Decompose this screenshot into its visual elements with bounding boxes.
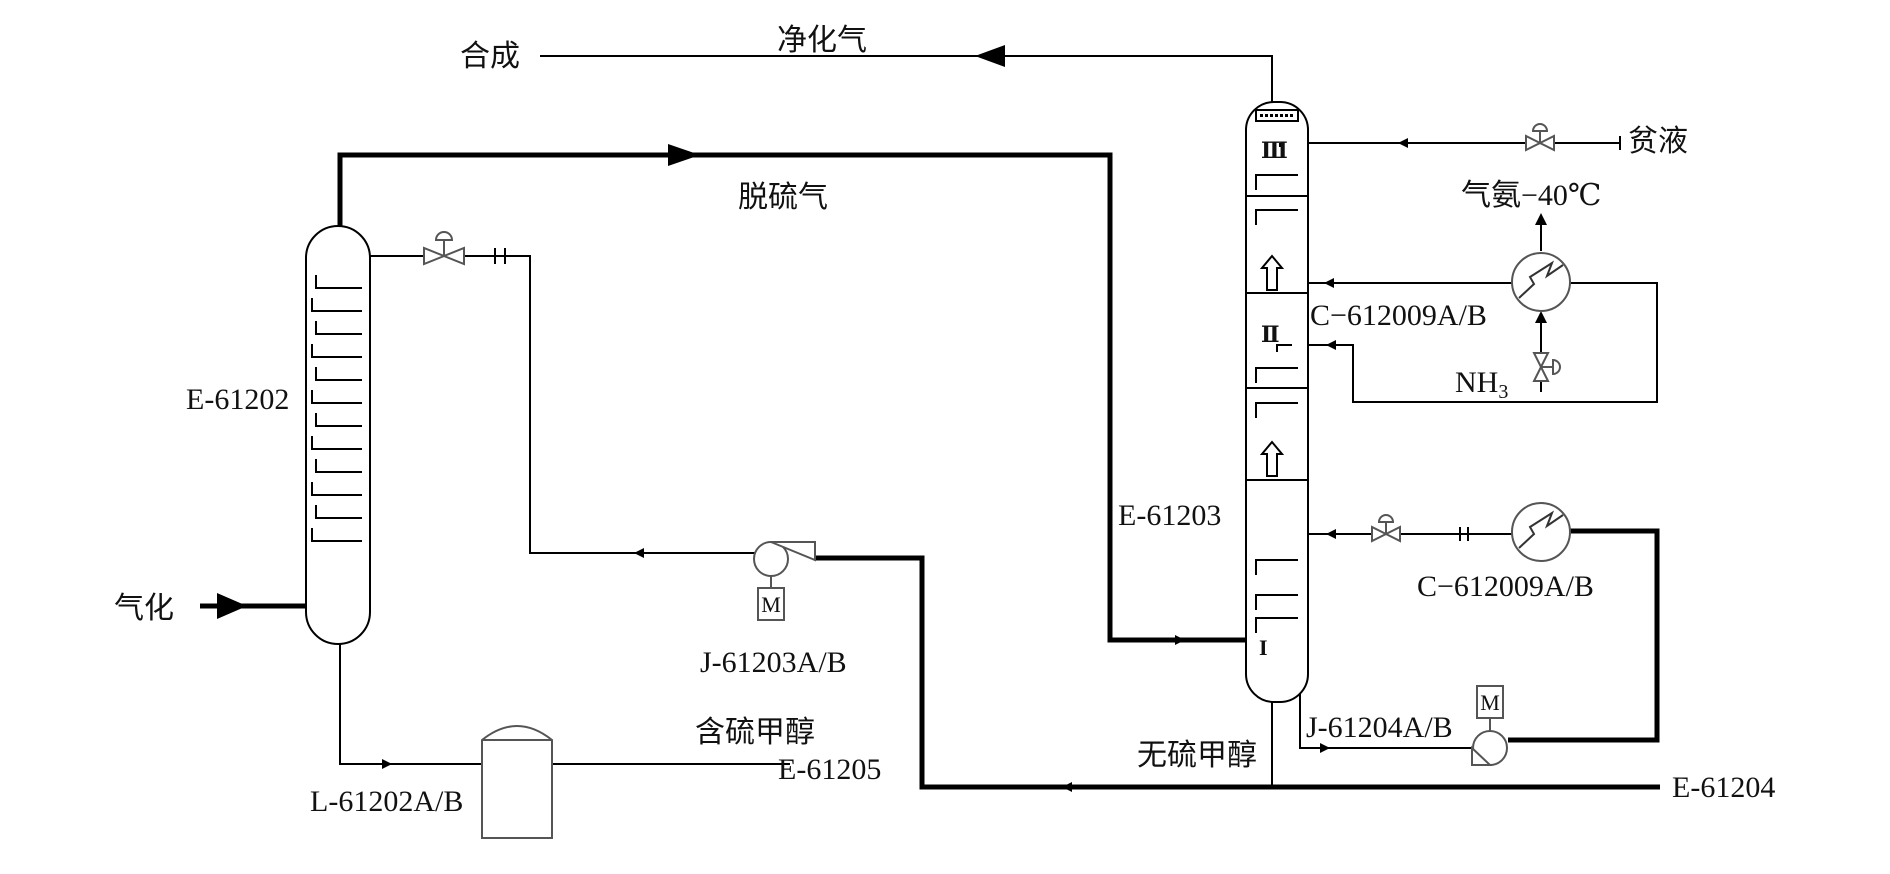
label-cooler-upper: C−612009A/B — [1310, 299, 1487, 332]
flow-arrow-feed — [217, 593, 247, 619]
label-synthesis: 合成 — [460, 40, 520, 73]
sulfur-methanol-line — [339, 644, 790, 769]
label-gasification: 气化 — [114, 592, 174, 625]
label-sulfur-free-methanol: 无硫甲醇 — [1137, 739, 1257, 772]
lower-cooler-loop — [1268, 528, 1660, 743]
section-label-i: I — [1259, 635, 1268, 660]
flow-arrow-up — [1535, 311, 1547, 323]
orifice-plate — [494, 248, 506, 264]
flow-arrow-small — [1326, 529, 1336, 539]
pump-j61204[interactable]: M — [1471, 685, 1508, 766]
label-j61204: J-61204A/B — [1306, 711, 1453, 744]
motor-icon — [1476, 685, 1504, 719]
flow-arrow-small — [1326, 340, 1336, 350]
control-valve-e61202[interactable] — [423, 231, 465, 266]
section-label-iii: Ⅲ — [1261, 138, 1288, 163]
cooler-c612009-lower[interactable] — [1511, 502, 1571, 562]
lean-solution-line — [1275, 138, 1620, 149]
flow-arrow-small — [1062, 782, 1072, 792]
label-l61202: L-61202A/B — [310, 785, 463, 818]
flow-arrow-small — [1175, 635, 1185, 645]
label-desulfurized-gas: 脱硫气 — [738, 181, 828, 214]
section-label-ii: Ⅱ — [1261, 322, 1280, 347]
flow-arrow-small — [634, 548, 644, 558]
flow-arrow-left — [975, 45, 1005, 67]
pump-j61203[interactable]: M — [753, 541, 816, 621]
label-e61205: E-61205 — [778, 753, 881, 786]
pump-j61203-discharge-line — [815, 555, 1660, 792]
label-lean-solution: 贫液 — [1628, 125, 1688, 158]
gasification-feed-line — [200, 593, 306, 619]
label-cooler-lower: C−612009A/B — [1417, 570, 1594, 603]
flow-arrow-small — [1398, 138, 1408, 148]
column-e61203[interactable]: Ⅲ Ⅱ I — [1245, 101, 1309, 703]
section-dividers — [1246, 195, 1308, 481]
top-outlet-methanol-line — [370, 255, 760, 558]
motor-icon — [757, 587, 785, 621]
label-e61202: E-61202 — [186, 383, 289, 416]
flow-arrow-small — [1324, 278, 1334, 288]
svg-text:M: M — [1480, 690, 1500, 715]
chimney-risers — [1259, 254, 1285, 477]
tank-l61202[interactable] — [481, 725, 553, 839]
svg-text:M: M — [761, 592, 781, 617]
flow-arrow-right — [668, 144, 700, 166]
label-e61203: E-61203 — [1118, 499, 1221, 532]
control-valve-lean-solution[interactable] — [1525, 123, 1555, 152]
label-ammonia-gas: 气氨−40℃ — [1461, 179, 1601, 212]
orifice-plate — [1459, 527, 1469, 541]
label-nh3: NH3 — [1455, 366, 1508, 403]
label-e61204: E-61204 — [1672, 771, 1775, 804]
column-e61202[interactable] — [305, 225, 371, 645]
label-purified-gas: 净化气 — [777, 24, 867, 57]
label-j61203: J-61203A/B — [700, 646, 847, 679]
control-valve-nh3[interactable] — [1532, 352, 1561, 382]
desulfurized-gas-line — [337, 144, 1246, 645]
flow-arrow-up — [1535, 213, 1547, 225]
flow-arrow-small — [1320, 743, 1330, 753]
cooler-c612009-upper[interactable] — [1511, 252, 1571, 312]
control-valve-lower[interactable] — [1371, 514, 1401, 543]
flow-arrow-small — [382, 759, 392, 769]
label-sulfur-methanol: 含硫甲醇 — [695, 716, 815, 749]
column-internals — [1255, 143, 1298, 633]
purified-gas-line — [540, 45, 1273, 102]
column-trays — [311, 275, 362, 542]
